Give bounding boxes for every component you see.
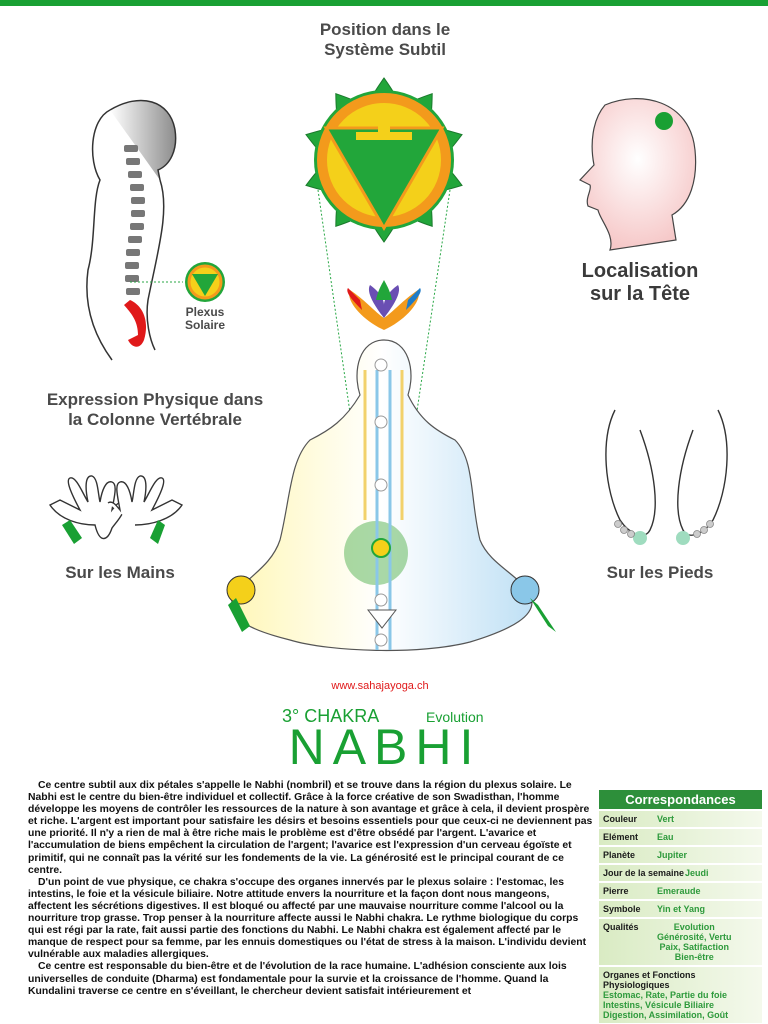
heading-position-line2: Système Subtil xyxy=(324,39,446,59)
heading-mains: Sur les Mains xyxy=(65,563,175,582)
meditating-figure xyxy=(226,339,556,652)
heading-expression: Expression Physique dans la Colonne Vert… xyxy=(20,390,290,429)
corr-row-element: Elément Eau xyxy=(599,829,762,847)
corr-row-jour: Jour de la semaine Jeudi xyxy=(599,865,762,883)
corr-key: Qualités xyxy=(603,922,639,932)
corr-value: Vert xyxy=(657,814,675,824)
corr-row-couleur: Couleur Vert xyxy=(599,811,762,829)
heading-localisation-line1: Localisation xyxy=(581,260,699,282)
corr-value: Générosité, Vertu xyxy=(657,932,732,942)
paragraph-3: Ce centre est responsable du bien-être e… xyxy=(28,961,567,997)
chakra-name: NABHI xyxy=(288,719,482,775)
corr-key: Planète xyxy=(603,850,636,860)
plexus-label-line2: Solaire xyxy=(184,317,226,332)
body-text: Ce centre subtil aux dix pétales s'appel… xyxy=(28,780,593,998)
corr-value: Intestins, Vésicule Biliaire xyxy=(603,1000,715,1010)
corr-row-symbole: Symbole Yin et Yang xyxy=(599,901,762,919)
chakra-number: 3° CHAKRA xyxy=(282,706,380,726)
corr-value: Paix, Satifaction xyxy=(659,942,730,952)
corr-value: Digestion, Assimilation, Goût xyxy=(603,1010,729,1020)
corr-value-list: Evolution Générosité, Vertu Paix, Satifa… xyxy=(657,922,732,962)
heading-pieds: Sur les Pieds xyxy=(606,563,714,582)
corr-key: Elément xyxy=(603,832,639,842)
nabhi-symbol-small xyxy=(130,262,225,302)
spine-figure xyxy=(86,99,177,361)
top-green-bar xyxy=(0,0,768,6)
corr-row-qualites: Qualités Evolution Générosité, Vertu Pai… xyxy=(599,919,762,967)
correspondances-title: Correspondances xyxy=(599,790,762,809)
corr-key: Pierre xyxy=(603,886,629,896)
corr-value: Jupiter xyxy=(657,850,688,860)
corr-value: Jeudi xyxy=(685,868,709,878)
lotus-crown xyxy=(347,280,421,330)
corr-value: Estomac, Rate, Partie du foie xyxy=(603,990,728,1000)
hands xyxy=(48,475,184,544)
corr-row-pierre: Pierre Emeraude xyxy=(599,883,762,901)
website-link[interactable]: www.sahajayoga.ch xyxy=(331,680,429,692)
chakra-quality: Evolution xyxy=(426,709,484,725)
heading-localisation: Localisation sur la Tête xyxy=(560,260,720,306)
corr-value: Emeraude xyxy=(657,886,701,896)
corr-key: Symbole xyxy=(603,904,641,914)
feet xyxy=(605,409,728,545)
corr-value: Eau xyxy=(657,832,674,842)
head-profile xyxy=(579,98,697,251)
corr-block-organes: Organes et Fonctions Physiologiques Esto… xyxy=(599,967,762,1023)
heading-localisation-line2: sur la Tête xyxy=(589,283,691,305)
correspondances-table: Correspondances Couleur Vert Elément Eau… xyxy=(599,790,762,1023)
paragraph-2: D'un point de vue physique, ce chakra s'… xyxy=(28,876,587,961)
nabhi-symbol-large xyxy=(305,77,463,243)
plexus-label: Plexus Solaire xyxy=(160,306,250,331)
heading-position: Position dans le Système Subtil xyxy=(240,20,530,59)
corr-value: Evolution xyxy=(673,922,715,932)
corr-key: Couleur xyxy=(603,814,638,824)
corr-key: Organes et Fonctions Physiologiques xyxy=(603,970,696,990)
heading-expression-line2: la Colonne Vertébrale xyxy=(68,409,242,429)
heading-expression-line1: Expression Physique dans xyxy=(46,390,264,409)
corr-row-planete: Planète Jupiter xyxy=(599,847,762,865)
paragraph-1: Ce centre subtil aux dix pétales s'appel… xyxy=(28,780,593,876)
heading-position-line1: Position dans le xyxy=(319,20,451,39)
plexus-label-line1: Plexus xyxy=(185,305,225,319)
corr-value: Yin et Yang xyxy=(657,904,706,914)
corr-key: Jour de la semaine xyxy=(603,868,685,878)
corr-value: Bien-être xyxy=(674,952,714,962)
